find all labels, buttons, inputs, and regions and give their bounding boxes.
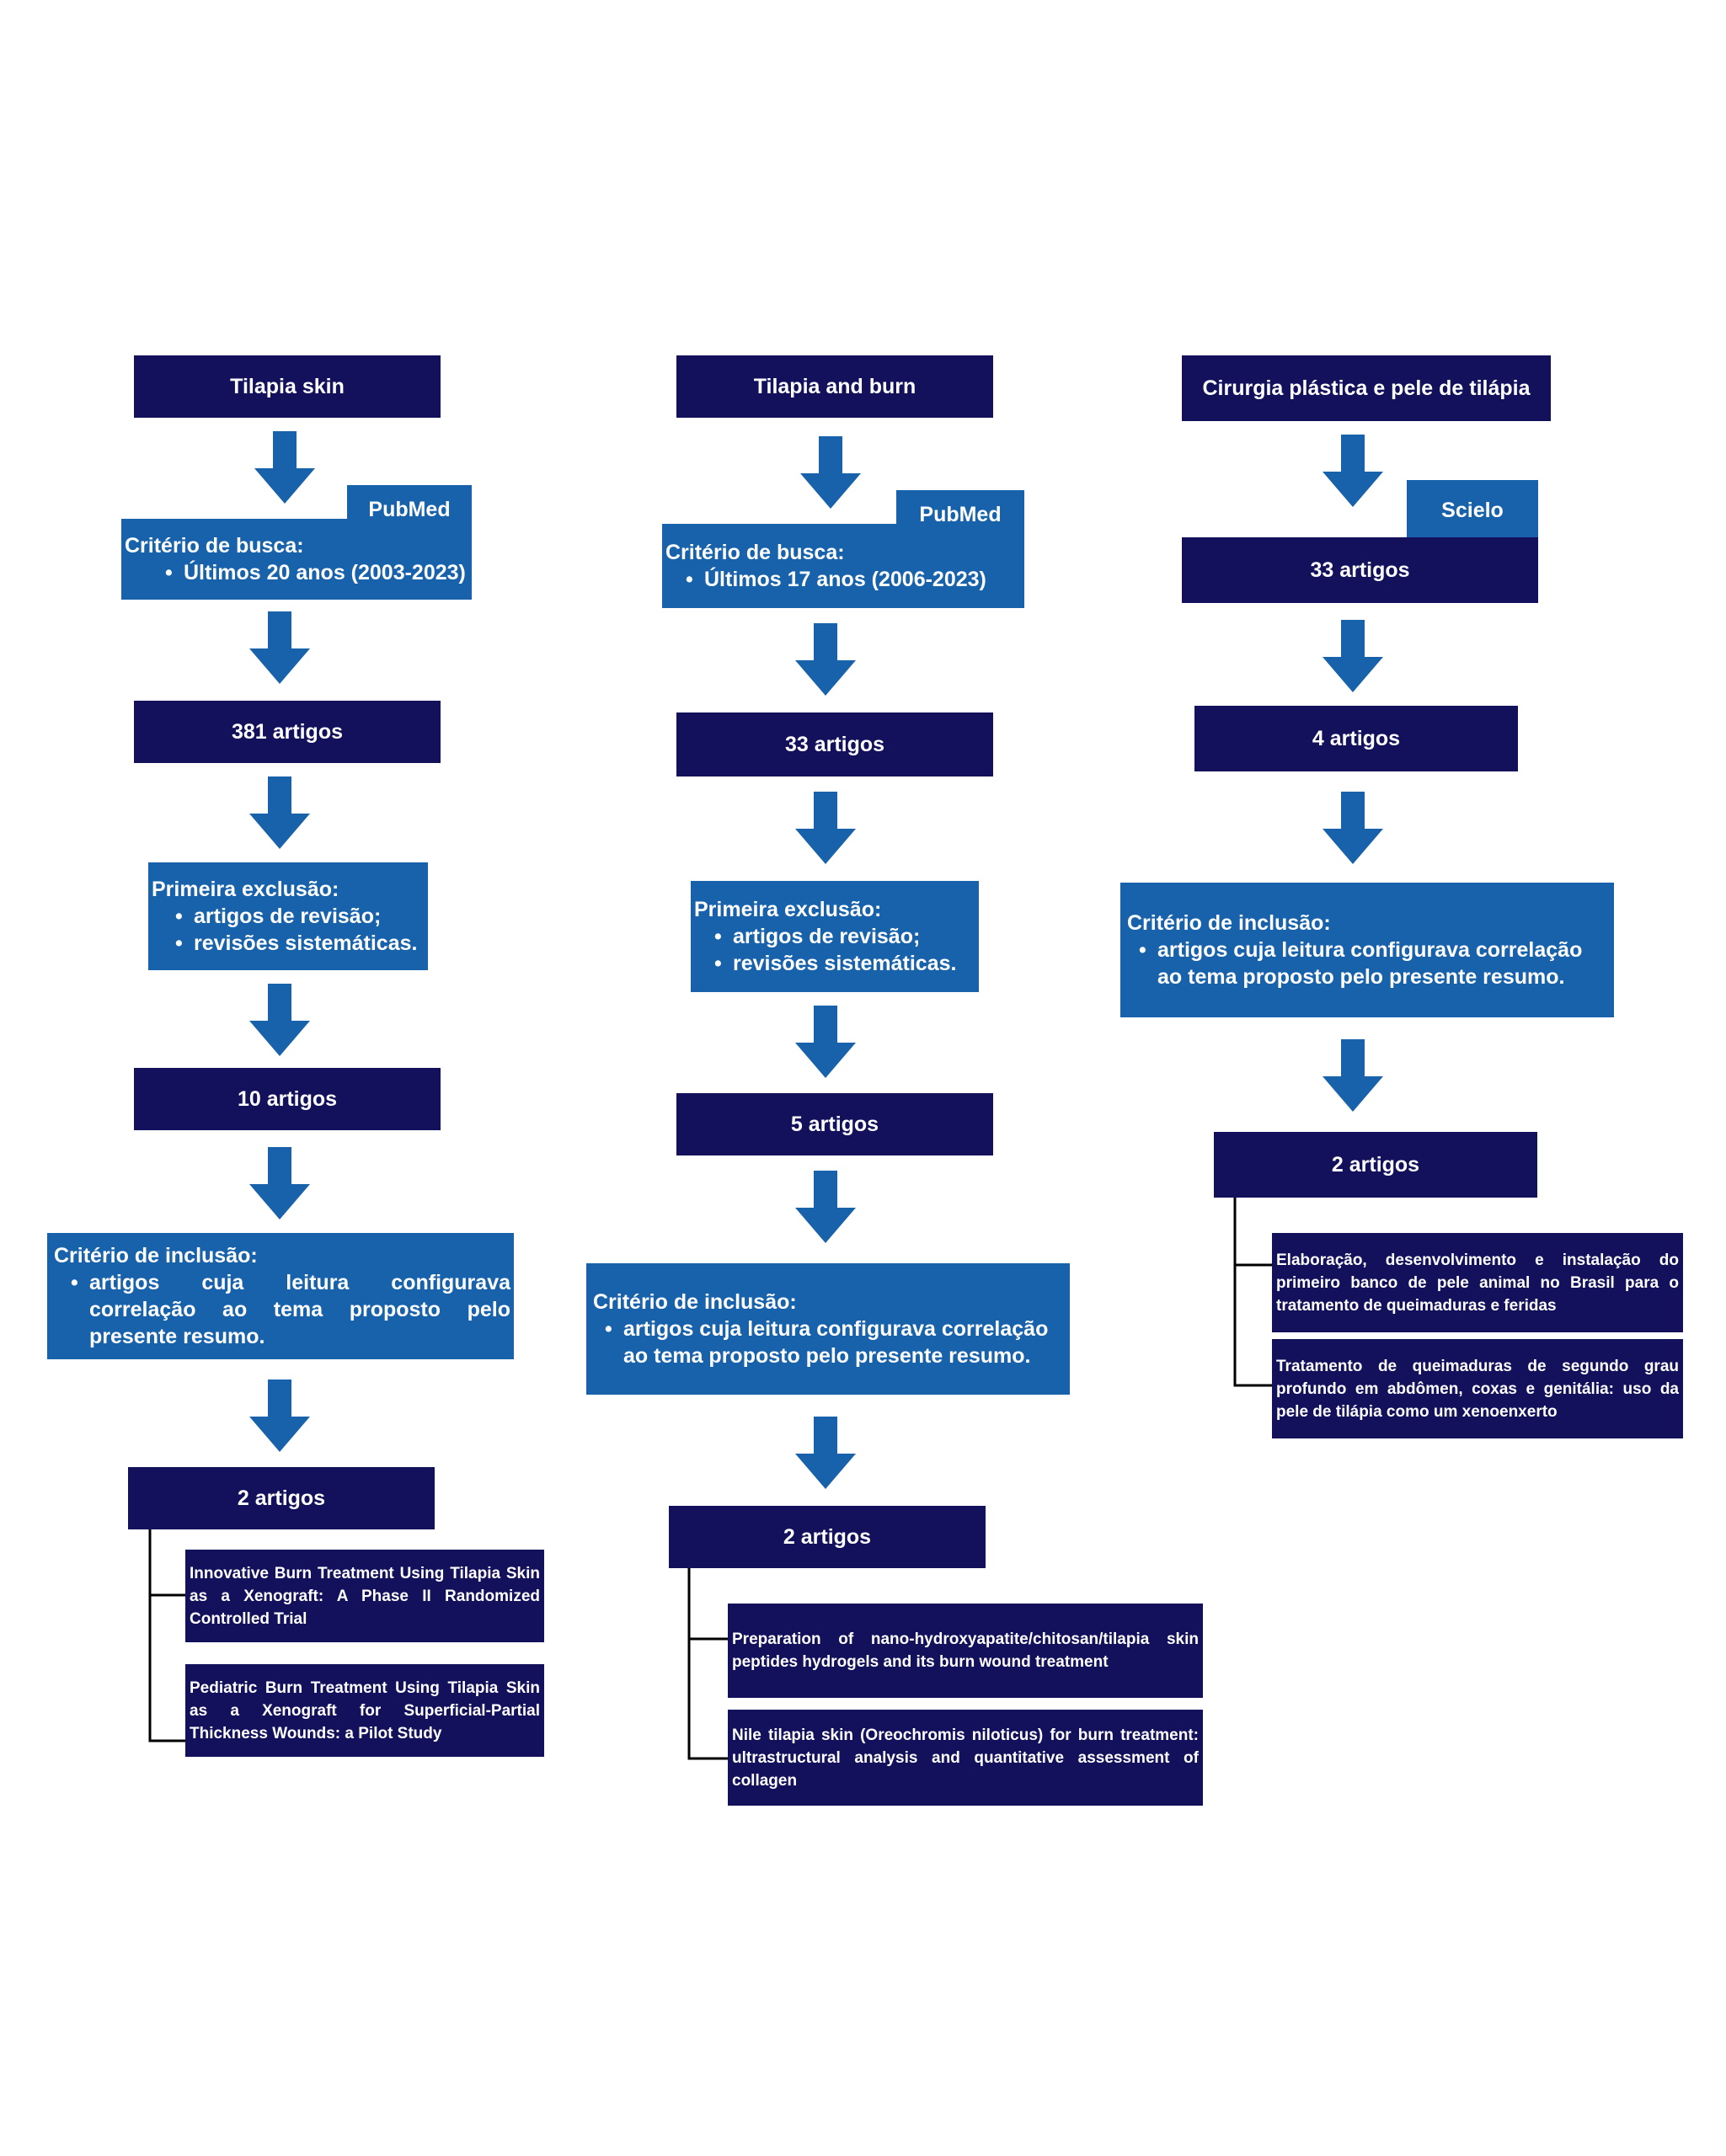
search-criteria-item: Últimos 17 anos (2006-2023) [686,566,1021,593]
down-arrow-icon [795,1171,856,1243]
column-3-title: Cirurgia plástica e pele de tilápia [1182,355,1551,421]
result-title: Preparation of nano-hydroxyapatite/chito… [732,1630,1199,1671]
down-arrow-icon [800,436,861,509]
inclusion-heading: Critério de inclusão: [593,1290,797,1314]
column-3-source-tag: Scielo [1407,480,1538,541]
result-title: Elaboração, desenvolvimento e instalação… [1276,1251,1679,1315]
inclusion-item: artigos cuja leitura configurava correla… [1139,937,1611,990]
column-3-count-1: 33 artigos [1182,537,1538,603]
column-2-title: Tilapia and burn [676,355,993,418]
column-2-count-2: 5 artigos [676,1093,993,1155]
connector-lines [687,1563,729,1760]
result-title: Nile tilapia skin (Oreochromis niloticus… [732,1726,1199,1790]
column-1-inclusion: Critério de inclusão: artigos cuja leitu… [47,1233,514,1359]
column-3-result-2: Tratamento de queimaduras de segundo gra… [1272,1339,1683,1438]
down-arrow-icon [795,1006,856,1078]
exclusion-item: revisões sistemáticas. [175,930,425,957]
column-1-exclusion: Primeira exclusão: artigos de revisão; r… [148,862,428,970]
down-arrow-icon [254,431,315,504]
column-3-final-count: 2 artigos [1214,1132,1537,1198]
column-1-count-2: 10 artigos [134,1068,441,1130]
exclusion-list: artigos de revisão; revisões sistemática… [694,923,975,977]
inclusion-heading: Critério de inclusão: [54,1244,258,1267]
inclusion-heading: Critério de inclusão: [1127,911,1331,935]
down-arrow-icon [1323,1039,1383,1112]
result-title: Tratamento de queimaduras de segundo gra… [1276,1357,1679,1421]
down-arrow-icon [249,611,310,684]
connector-lines [148,1524,190,1742]
column-2-exclusion: Primeira exclusão: artigos de revisão; r… [691,881,979,992]
exclusion-heading: Primeira exclusão: [694,898,882,921]
column-2-result-1: Preparation of nano-hydroxyapatite/chito… [728,1604,1203,1698]
inclusion-list: artigos cuja leitura configurava correla… [593,1315,1066,1369]
exclusion-list: artigos de revisão; revisões sistemática… [152,903,425,957]
search-criteria-list: Últimos 17 anos (2006-2023) [665,566,1021,593]
column-3-count-2: 4 artigos [1194,706,1518,771]
column-1-result-1: Innovative Burn Treatment Using Tilapia … [185,1550,544,1642]
connector-lines [1233,1194,1274,1387]
down-arrow-icon [249,1147,310,1219]
search-criteria-heading: Critério de busca: [665,541,845,564]
exclusion-heading: Primeira exclusão: [152,878,339,901]
column-3-result-1: Elaboração, desenvolvimento e instalação… [1272,1233,1683,1332]
column-2-search-criteria: Critério de busca: Últimos 17 anos (2006… [662,524,1024,608]
column-2-inclusion: Critério de inclusão: artigos cuja leitu… [586,1263,1070,1395]
down-arrow-icon [1323,620,1383,692]
column-1-search-criteria: Critério de busca: Últimos 20 anos (2003… [121,519,472,600]
exclusion-item: artigos de revisão; [714,923,975,950]
down-arrow-icon [795,623,856,696]
column-2-result-2: Nile tilapia skin (Oreochromis niloticus… [728,1710,1203,1806]
inclusion-list: artigos cuja leitura configurava correla… [54,1269,510,1350]
column-1-title: Tilapia skin [134,355,441,418]
down-arrow-icon [249,984,310,1056]
column-1-count-1: 381 artigos [134,701,441,763]
result-title: Pediatric Burn Treatment Using Tilapia S… [190,1678,540,1742]
exclusion-item: revisões sistemáticas. [714,950,975,977]
column-1-final-count: 2 artigos [128,1467,435,1529]
result-title: Innovative Burn Treatment Using Tilapia … [190,1564,540,1628]
inclusion-item: artigos cuja leitura configurava correla… [605,1315,1066,1369]
exclusion-item: artigos de revisão; [175,903,425,930]
inclusion-item: artigos cuja leitura configurava correla… [71,1269,510,1350]
down-arrow-icon [795,1417,856,1489]
search-criteria-heading: Critério de busca: [125,534,304,558]
down-arrow-icon [1323,792,1383,864]
column-3-inclusion: Critério de inclusão: artigos cuja leitu… [1120,883,1614,1017]
down-arrow-icon [249,776,310,849]
column-2-count-1: 33 artigos [676,712,993,776]
down-arrow-icon [1323,435,1383,507]
search-criteria-list: Últimos 20 anos (2003-2023) [125,559,468,586]
down-arrow-icon [249,1380,310,1452]
column-2-final-count: 2 artigos [669,1506,986,1568]
search-criteria-item: Últimos 20 anos (2003-2023) [165,559,468,586]
column-1-result-2: Pediatric Burn Treatment Using Tilapia S… [185,1664,544,1757]
inclusion-list: artigos cuja leitura configurava correla… [1127,937,1611,990]
down-arrow-icon [795,792,856,864]
